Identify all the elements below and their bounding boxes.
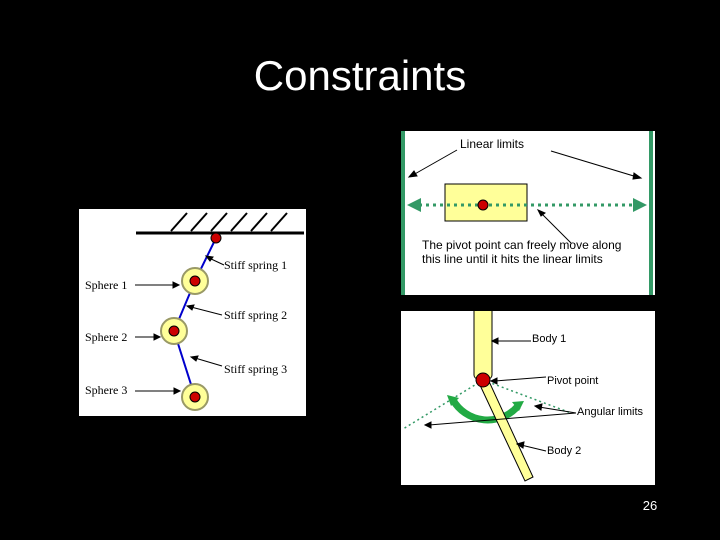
sphere-1-center: [189, 275, 201, 287]
spring-label-arrows: [185, 255, 225, 367]
angular-annotation-arrows: [423, 337, 577, 452]
linear-limits-graphic: [401, 131, 653, 295]
slide-title: Constraints: [253, 52, 467, 99]
sphere-label-1: Sphere 1: [85, 278, 128, 292]
arc-arrowhead-left: [447, 395, 459, 406]
pivot-point: [475, 372, 491, 388]
spring-label-1: Stiff spring 1: [224, 258, 288, 272]
angular-limits-diagram: Body 1 Pivot point Angular limits Body 2: [401, 311, 655, 485]
body-2: [478, 376, 534, 482]
angular-limits-graphic: [402, 311, 577, 482]
spheres-spring-graphic: [135, 212, 304, 411]
body-1-label: Body 1: [532, 333, 567, 345]
sphere-label-3: Sphere 3: [85, 383, 128, 397]
body-2-label: Body 2: [547, 445, 582, 457]
sphere-label-2: Sphere 2: [85, 330, 128, 344]
pivot-point: [477, 199, 489, 211]
body-1: [473, 311, 493, 380]
arc-arrowhead-right: [512, 401, 524, 411]
sphere-label-arrows: [135, 281, 182, 395]
page-number: 26: [642, 498, 658, 513]
anchor-pivot: [210, 232, 222, 244]
angular-limit-line-right: [482, 379, 572, 414]
spring-chain: [172, 237, 217, 398]
left-limit-wall: [401, 131, 405, 295]
pivot-point-label: Pivot point: [547, 375, 599, 387]
right-travel-arrowhead: [633, 198, 647, 212]
linear-limit-arrows: [407, 149, 643, 180]
sphere-2-center: [168, 325, 180, 337]
ceiling-hatching: [170, 212, 288, 232]
angular-limits-label: Angular limits: [577, 406, 644, 418]
left-travel-arrowhead: [407, 198, 421, 212]
right-limit-wall: [649, 131, 653, 295]
linear-limits-label: Linear limits: [460, 137, 525, 151]
angular-limit-arc: [449, 398, 521, 424]
spheres-spring-diagram: Stiff spring 1 Stiff spring 2 Stiff spri…: [79, 209, 306, 416]
spring-label-2: Stiff spring 2: [224, 308, 288, 322]
description-arrow: [536, 209, 572, 244]
linear-description: The pivot point can freely move along th…: [422, 238, 622, 266]
spring-label-3: Stiff spring 3: [224, 362, 288, 376]
angular-limit-line-left: [402, 379, 484, 430]
sphere-3-center: [189, 391, 201, 403]
linear-limits-diagram: Linear limits The pivot point can freely…: [401, 131, 655, 295]
